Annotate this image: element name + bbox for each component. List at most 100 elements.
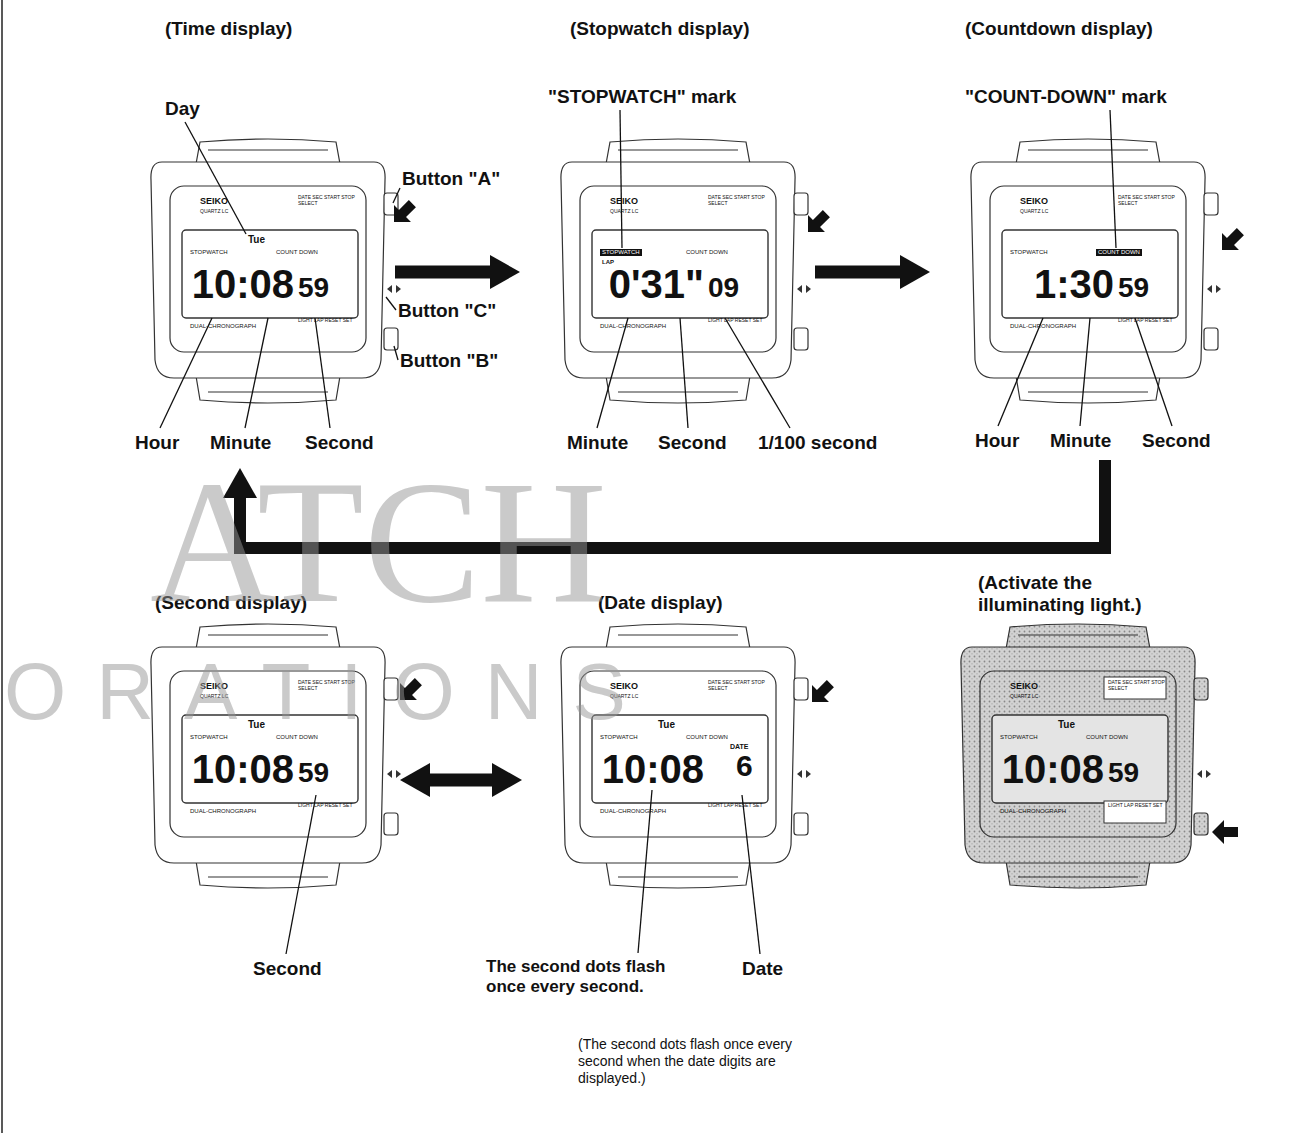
mode-mark: STOPWATCH (1000, 734, 1038, 741)
button-legend: LIGHT LAP RESET SET (298, 318, 356, 324)
model-name: QUARTZ LC (610, 694, 638, 700)
model-name: QUARTZ LC (1020, 209, 1048, 215)
watermark: ORATIONS (4, 652, 656, 732)
watch-outline (151, 162, 385, 378)
button-a (794, 193, 808, 215)
model-name: QUARTZ LC (200, 694, 228, 700)
leader-line (597, 318, 628, 428)
face-panel (580, 671, 776, 837)
face-panel (980, 671, 1176, 837)
button-a (1194, 678, 1208, 700)
lcd-digits: 59 (1108, 759, 1139, 787)
leader-line (1080, 318, 1090, 426)
model-name: DUAL-CHRONOGRAPH (600, 808, 666, 815)
watch-outline (196, 861, 340, 888)
lcd-digits: 09 (708, 274, 739, 302)
button-c (797, 770, 811, 778)
display-heading: (Stopwatch display) (570, 18, 749, 40)
mode-mark: COUNT DOWN (1086, 734, 1128, 741)
button-legend: LIGHT LAP RESET SET (708, 318, 766, 324)
model-name: DUAL-CHRONOGRAPH (1000, 808, 1066, 815)
callout-label: Minute (567, 432, 628, 454)
mode-mark: STOPWATCH (190, 734, 228, 741)
page-border (1, 0, 3, 1133)
button-c (1207, 285, 1221, 293)
brand-name: SEIKO (610, 681, 638, 691)
flow-arrow (815, 255, 930, 289)
leader-line (680, 318, 688, 428)
mode-mark: STOPWATCH (600, 734, 638, 741)
button-legend: DATE SEC START STOP SELECT (1118, 195, 1176, 206)
date-mark: DATE (730, 743, 749, 750)
lcd-digits: 10:08 (602, 749, 704, 789)
callout-label: Date (742, 958, 783, 980)
callout-label: Button "C" (398, 300, 496, 322)
leader-line (315, 318, 330, 428)
button-a (1204, 193, 1218, 215)
leader-line (620, 110, 622, 248)
callout-label: Button "B" (400, 350, 498, 372)
leader-line (386, 297, 396, 310)
callout-label: Hour (975, 430, 1019, 452)
callout-label: Hour (135, 432, 179, 454)
button-legend: LIGHT LAP RESET SET (708, 803, 766, 809)
watch-drawing (561, 139, 811, 403)
callout-label: "COUNT-DOWN" mark (965, 86, 1167, 108)
lcd-digits: 0'31" (609, 264, 704, 304)
display-heading: (Second display) (155, 592, 307, 614)
callout-label: Minute (1050, 430, 1111, 452)
leader-line (394, 346, 398, 360)
callout-label: Minute (210, 432, 271, 454)
model-name: DUAL-CHRONOGRAPH (190, 808, 256, 815)
button-legend: LIGHT LAP RESET SET (298, 803, 356, 809)
arrow-head (492, 763, 522, 797)
display-heading: (Date display) (598, 592, 723, 614)
watch-outline (606, 376, 750, 403)
button-b (1194, 813, 1208, 835)
watch-drawing (971, 139, 1221, 403)
display-heading: (Time display) (165, 18, 292, 40)
press-arrow (804, 675, 839, 710)
press-arrow (1212, 820, 1238, 844)
leader-line (286, 795, 316, 954)
button-c (387, 285, 401, 293)
button-legend: DATE SEC START STOP SELECT (298, 195, 356, 206)
lcd-digits: 6 (736, 751, 753, 781)
button-b (1204, 328, 1218, 350)
watch-outline (561, 162, 795, 378)
button-legend: DATE SEC START STOP SELECT (708, 195, 766, 206)
day-digits: Tue (658, 720, 675, 730)
mode-mark: COUNT DOWN (276, 249, 318, 256)
watch-outline (196, 376, 340, 403)
model-name: DUAL-CHRONOGRAPH (1010, 323, 1076, 330)
leader-line (1135, 318, 1172, 426)
mode-mark: COUNT DOWN (686, 734, 728, 741)
model-name: QUARTZ LC (1010, 694, 1038, 700)
leader-line (725, 318, 790, 428)
press-arrow (392, 673, 427, 708)
watch-display-panel: (Activate the illuminating light.)SEIKOQ… (930, 566, 1230, 920)
lcd-window (182, 230, 358, 318)
watch-outline (196, 139, 340, 164)
callout-label: Second (658, 432, 727, 454)
lcd-digits: 59 (1118, 274, 1149, 302)
button-a (384, 678, 398, 700)
watch-display-panel: (Stopwatch display)SEIKOQUARTZ LCDATE SE… (520, 12, 815, 465)
button-b (794, 328, 808, 350)
day-digits: Tue (1058, 720, 1075, 730)
brand-name: SEIKO (1010, 681, 1038, 691)
watch-drawing (961, 624, 1211, 888)
lcd-digits: 10:08 (192, 749, 294, 789)
leader-line (1110, 110, 1116, 248)
arrow-shaft (240, 460, 1105, 548)
watch-outline (1016, 139, 1160, 164)
watch-display-panel: (Time display)SEIKOQUARTZ LCDATE SEC STA… (130, 12, 395, 465)
day-digits: Tue (248, 235, 265, 245)
lcd-window (592, 230, 768, 318)
brand-name: SEIKO (200, 681, 228, 691)
watch-outline (606, 861, 750, 888)
callout-label: Day (165, 98, 200, 120)
mode-mark: STOPWATCH (190, 249, 228, 256)
mode-mark: STOPWATCH (600, 249, 642, 256)
mode-mark: COUNT DOWN (1096, 249, 1142, 256)
